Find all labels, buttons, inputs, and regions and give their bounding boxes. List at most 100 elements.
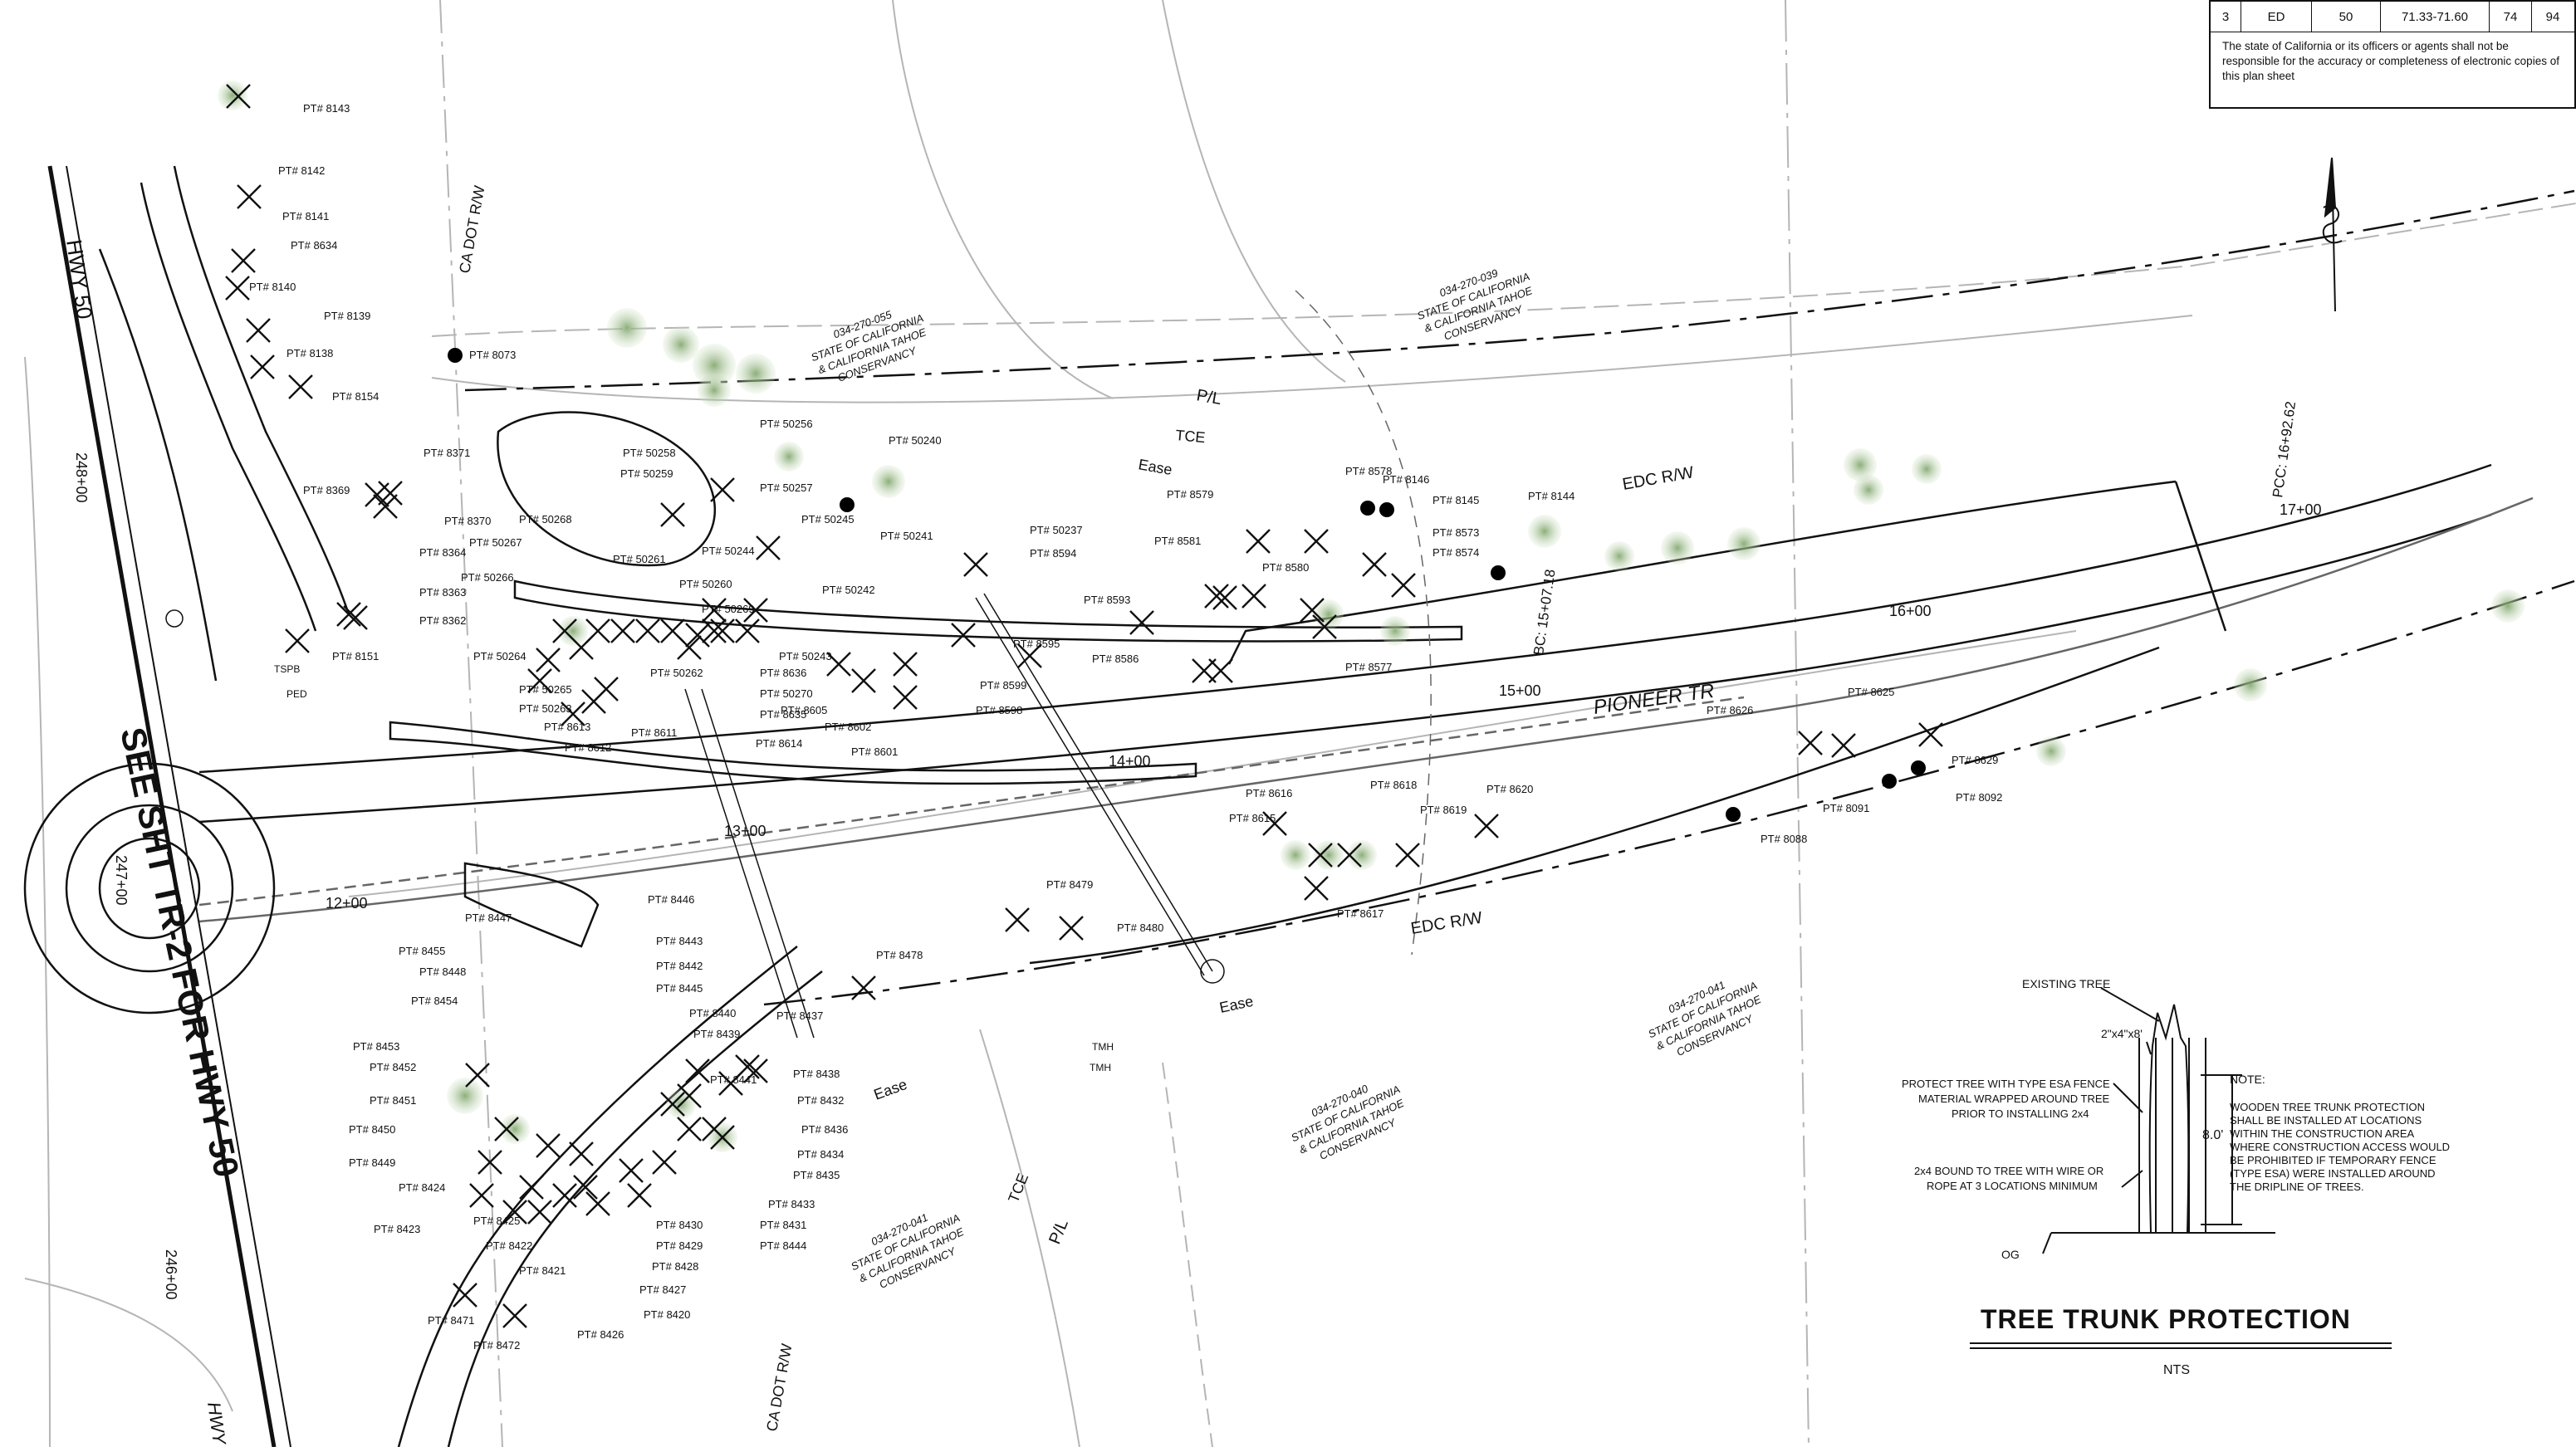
detail-callout2-l2: ROPE AT 3 LOCATIONS MINIMUM (1927, 1180, 2098, 1192)
tree-point-label: PT# 8439 (693, 1028, 740, 1040)
tree-x-mark (1337, 843, 1362, 868)
tree-x-mark (1208, 658, 1233, 683)
tree-point-label: PT# 8426 (577, 1328, 624, 1341)
station-12: 12+00 (326, 895, 368, 912)
tree-point-label: PT# 50243 (779, 650, 832, 662)
station-bc: BC: 15+07.18 (1530, 568, 1558, 656)
tree-x-mark (710, 618, 735, 643)
tree-x-mark (502, 1303, 527, 1328)
tree-point-label: PT# 8620 (1486, 783, 1533, 795)
tree-x-mark (343, 605, 368, 630)
pl-bottom: P/L (1046, 1217, 1072, 1247)
tree-point-label: PT# 8141 (282, 210, 329, 222)
tree-point-label: PT# 8619 (1420, 804, 1467, 816)
tree-x-mark (652, 1150, 677, 1175)
tree-point-label: PT# 8634 (291, 239, 337, 252)
tree-x-mark (951, 623, 976, 648)
tb-postmiles: 71.33-71.60 (2381, 2, 2490, 32)
tree-point-label: PT# 8437 (776, 1009, 823, 1022)
tree-point-label: PT# 8479 (1046, 878, 1093, 891)
detail-title: TREE TRUNK PROTECTION (1981, 1304, 2351, 1334)
tb-county: ED (2241, 2, 2312, 32)
tree-removal-marks (225, 84, 1943, 1328)
tree-dot (1882, 774, 1897, 789)
tb-total-sheets: 94 (2545, 9, 2560, 24)
edc-rw-bottom: EDC R/W (1409, 909, 1483, 938)
tree-x-mark (1262, 811, 1287, 836)
tree-x-mark (1129, 610, 1154, 635)
utility-lines (165, 290, 1432, 1039)
tree-x-mark (1241, 584, 1266, 609)
tree-point-label: PT# 8453 (353, 1040, 399, 1053)
tree-point-label: PT# 50270 (760, 687, 813, 700)
tree-x-mark (610, 618, 635, 643)
tree-point-label: PT# 50244 (702, 545, 755, 557)
detail-board: 2"x4"x8' (2101, 1027, 2143, 1040)
tree-dot (448, 348, 463, 363)
tree-point-label: PT# 8420 (644, 1308, 690, 1321)
tree-x-mark (494, 1117, 519, 1141)
tree-point-label: PT# 8424 (399, 1181, 445, 1194)
tree-point-label: PT# 8444 (760, 1239, 806, 1252)
tree-x-mark (250, 354, 275, 379)
detail-note-head: NOTE: (2230, 1073, 2265, 1086)
tree-x-mark (685, 1058, 710, 1083)
tree-x-mark (851, 668, 876, 693)
tree-point-label: PT# 8441 (710, 1073, 757, 1086)
tree-x-mark (1308, 843, 1333, 868)
tree-dot (840, 497, 855, 512)
tree-point-label: PT# 8611 (631, 726, 677, 739)
station-248: 248+00 (73, 452, 90, 503)
tree-point-label: PT# 50241 (880, 530, 933, 542)
tree-x-mark (231, 248, 256, 273)
detail-note-line: SHALL BE INSTALLED AT LOCATIONS (2230, 1114, 2422, 1127)
title-block-row: 3 ED 50 71.33-71.60 74 94 (2211, 2, 2574, 32)
pl-top: P/L (1195, 386, 1222, 408)
detail-note-line: WOODEN TREE TRUNK PROTECTION (2230, 1101, 2425, 1113)
tree-point-label: PT# 8363 (419, 586, 466, 599)
tree-x-mark (1798, 731, 1823, 755)
tree-point-label: PT# 8601 (851, 745, 898, 758)
tree-point-label: PT# 8371 (424, 447, 470, 459)
tree-point-label: PT# 50245 (801, 513, 855, 526)
tree-x-mark (536, 1133, 561, 1158)
tree-point-label: PT# 8445 (656, 982, 703, 995)
tree-x-mark (660, 1092, 685, 1117)
ease-mid: Ease (1218, 993, 1255, 1016)
tree-x-mark (527, 668, 552, 693)
roadway-linework (23, 165, 2575, 1447)
tree-point-label: PT# 8454 (411, 995, 458, 1007)
tree-x-mark (569, 635, 594, 660)
tree-point-label: PT# 8615 (1229, 812, 1276, 824)
tree-point-label: PT# 8471 (428, 1314, 474, 1327)
detail-callout1-l1: PROTECT TREE WITH TYPE ESA FENCE (1902, 1078, 2110, 1090)
tce-top: TCE (1175, 427, 1207, 446)
tree-point-label: PT# 8625 (1848, 686, 1894, 698)
tree-x-mark (743, 1058, 768, 1083)
tree-dot (1379, 502, 1394, 517)
tree-point-label: PT# 8151 (332, 650, 379, 662)
tree-point-label: PT# 8443 (656, 935, 703, 947)
tree-point-label: PT# 8436 (801, 1123, 848, 1136)
tree-point-label: PT# 8423 (374, 1223, 420, 1235)
tree-point-label: PT# 50269 (702, 603, 755, 615)
tree-x-mark (677, 1083, 702, 1108)
tree-point-label: PT# 8440 (689, 1007, 736, 1019)
tree-point-label: PT# 8613 (544, 721, 590, 733)
tree-point-label: PT# 8574 (1432, 546, 1479, 559)
tree-point-label: PT# 50257 (760, 482, 813, 494)
tree-x-mark (660, 502, 685, 527)
tree-x-mark (1005, 907, 1030, 932)
tb-sheet-no: 74 (2490, 2, 2532, 32)
tree-x-mark (561, 702, 585, 726)
tree-x-mark (756, 535, 781, 560)
title-block: 3 ED 50 71.33-71.60 74 94 The state of C… (2209, 0, 2576, 109)
tree-dot (1491, 565, 1506, 580)
detail-subtitle: NTS (2163, 1363, 2190, 1377)
tree-x-mark (1017, 643, 1042, 668)
tree-x-mark (619, 1158, 644, 1183)
hwy-bottom-label: HWY (203, 1401, 230, 1447)
tree-point-label: PT# 8362 (419, 614, 466, 627)
tree-x-mark (735, 1054, 760, 1079)
